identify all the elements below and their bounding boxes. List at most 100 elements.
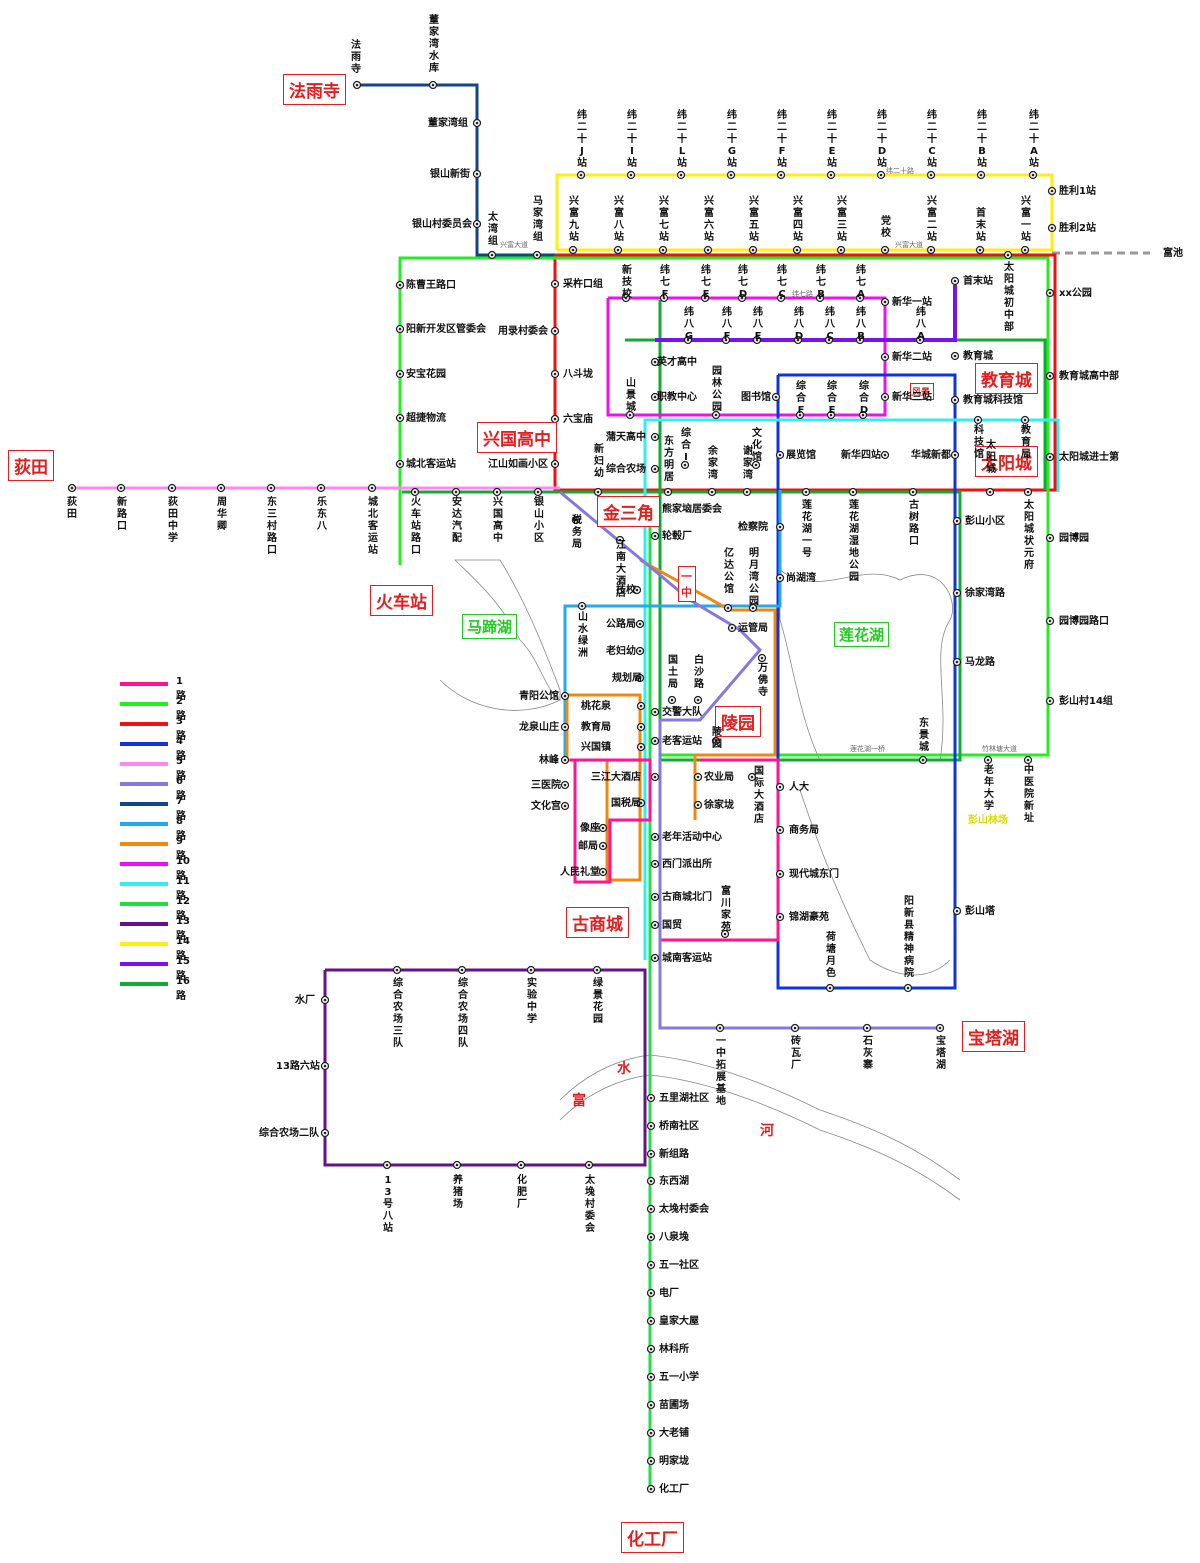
station-dot-core xyxy=(696,775,700,779)
station-dot-core xyxy=(269,486,273,490)
station-label: 白沙路 xyxy=(694,655,704,690)
station-label: 采杵口组 xyxy=(563,279,603,290)
area-fuchi: 富池 xyxy=(1163,248,1183,259)
station-label: 图书馆 xyxy=(741,392,771,403)
station-dot-core xyxy=(710,490,714,494)
station-dot-core xyxy=(696,803,700,807)
legend-label: 7路 xyxy=(176,796,186,822)
legend-swatch xyxy=(120,802,168,806)
station-dot-core xyxy=(851,490,855,494)
station-dot-core xyxy=(911,490,915,494)
station-dot-core xyxy=(649,1291,653,1295)
station-dot-core xyxy=(653,923,657,927)
station-dot-core xyxy=(653,395,657,399)
station-dot-core xyxy=(865,1026,869,1030)
station-dot-core xyxy=(639,745,643,749)
station-dot-core xyxy=(535,253,539,257)
station-dot-core xyxy=(858,296,862,300)
station-label: 兴富一站 xyxy=(1021,196,1031,243)
station-dot-core xyxy=(323,1131,327,1135)
station-dot-core xyxy=(953,398,957,402)
legend-label: 10路 xyxy=(176,856,190,882)
station-dot-core xyxy=(1031,173,1035,177)
legend-label: 4路 xyxy=(176,736,186,762)
station-dot-core xyxy=(818,296,822,300)
legend-label: 16路 xyxy=(176,976,190,1002)
station-dot-core xyxy=(495,490,499,494)
station-label: 八泉堍 xyxy=(659,1232,689,1243)
station-label: 法雨寺 xyxy=(351,40,361,75)
station-label: 纬七C xyxy=(777,265,787,300)
station-label: 熊家垴居委会 xyxy=(662,504,722,515)
station-dot-core xyxy=(760,656,764,660)
station-label: 大老铺 xyxy=(659,1428,689,1439)
station-label: 纬七E xyxy=(701,265,711,300)
station-label: 五里湖社区 xyxy=(659,1093,709,1104)
station-dot-core xyxy=(683,463,687,467)
legend-swatch xyxy=(120,962,168,966)
station-dot-core xyxy=(978,248,982,252)
station-label: 水厂 xyxy=(295,995,315,1006)
station-label: 东西湖 xyxy=(659,1176,689,1187)
station-label: 周华卿 xyxy=(217,497,227,532)
station-dot-core xyxy=(653,534,657,538)
station-dot-core xyxy=(649,1263,653,1267)
legend-swatch xyxy=(120,702,168,706)
station-dot-core xyxy=(579,173,583,177)
station-label: 新华一站 xyxy=(892,297,932,308)
station-label: 科技馆 xyxy=(974,425,984,460)
area-taiyangcheng: 太阳城 xyxy=(975,446,1038,477)
station-label: 老年活动中心 xyxy=(662,832,722,843)
station-dot-core xyxy=(729,173,733,177)
area-lingyuan: 陵园 xyxy=(715,706,761,737)
station-label: 东三村路口 xyxy=(267,497,277,556)
station-dot-core xyxy=(938,1026,942,1030)
station-label: 富川家苑 xyxy=(721,886,731,933)
station-label: 徐家垅 xyxy=(704,800,734,811)
station-dot-core xyxy=(829,413,833,417)
station-dot-core xyxy=(779,173,783,177)
area-fengyu: 风景 xyxy=(910,383,934,400)
station-dot-core xyxy=(755,338,759,342)
legend-label: 5路 xyxy=(176,756,186,782)
station-label: 一中拓展基地 xyxy=(716,1036,726,1107)
station-label: 纬二十F站 xyxy=(777,110,787,169)
station-dot-core xyxy=(431,83,435,87)
station-label: 教育局 xyxy=(1021,425,1031,460)
station-label: 纬八C xyxy=(825,307,835,342)
station-dot-core xyxy=(955,909,959,913)
station-dot-core xyxy=(323,998,327,1002)
station-dot-core xyxy=(861,413,865,417)
station-label: 林科所 xyxy=(659,1344,689,1355)
station-label: 太阳城初中部 xyxy=(1004,262,1014,333)
station-dot-core xyxy=(653,467,657,471)
legend-swatch xyxy=(120,742,168,746)
station-label: 五一社区 xyxy=(659,1260,699,1271)
station-label: 城北客运站 xyxy=(368,497,378,556)
station-dot-core xyxy=(653,835,657,839)
station-label: 兴国高中 xyxy=(493,497,503,544)
station-label: 老年大学 xyxy=(984,765,994,812)
station-label: 纬二十I站 xyxy=(627,110,637,169)
station-dot-core xyxy=(1023,418,1027,422)
station-label: 银山新街 xyxy=(430,169,470,180)
station-label: 纬七F xyxy=(660,265,670,300)
station-label: 彭山小区 xyxy=(965,516,1005,527)
route-9-line-b xyxy=(639,558,777,820)
station-label: 老妇幼 xyxy=(606,646,636,657)
station-dot-core xyxy=(714,739,718,743)
station-label: 新路口 xyxy=(117,497,127,532)
station-dot-core xyxy=(653,360,657,364)
station-label: 像座 xyxy=(580,823,600,834)
station-label: 纬七B xyxy=(816,265,826,300)
station-dot-core xyxy=(574,518,578,522)
station-label: 邮局 xyxy=(578,841,598,852)
station-dot-core xyxy=(670,698,674,702)
road-xingfu: 兴富大道 xyxy=(500,241,528,249)
station-label: 锦湖豪苑 xyxy=(789,912,829,923)
station-dot-core xyxy=(1048,455,1052,459)
station-dot-core xyxy=(398,327,402,331)
station-dot-core xyxy=(696,698,700,702)
station-label: 江山如画小区 xyxy=(488,459,548,470)
station-label: 国税局 xyxy=(611,798,641,809)
